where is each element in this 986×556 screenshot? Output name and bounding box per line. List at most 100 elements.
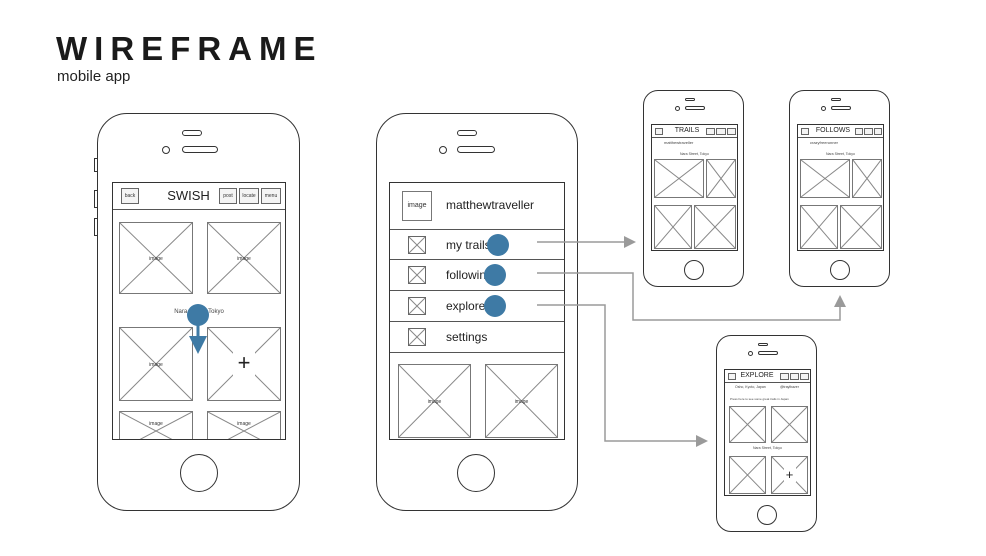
placeholder-label: image: [237, 256, 251, 262]
placeholder-cross-icon: [120, 328, 192, 400]
camera-icon: [821, 106, 826, 111]
profile-row[interactable]: image matthewtraveller: [390, 183, 564, 230]
placeholder-cross-icon: [655, 206, 691, 248]
menu-button[interactable]: [727, 128, 736, 135]
post-button[interactable]: post: [219, 188, 237, 204]
placeholder-cross-icon: [409, 267, 425, 283]
image-placeholder[interactable]: image: [119, 327, 193, 401]
home-button[interactable]: [684, 260, 704, 280]
placeholder-cross-icon: [208, 412, 280, 440]
location-label: Nara Street, Tokyo: [680, 152, 709, 156]
placeholder-cross-icon: [772, 407, 807, 442]
locate-button[interactable]: [864, 128, 873, 135]
tap-indicator: [484, 264, 506, 286]
locate-button[interactable]: [716, 128, 726, 135]
screen-explore: EXPLORE Osho, Kyoto, Japan @traylbazer P…: [724, 369, 811, 496]
screen-title: SWISH: [167, 188, 210, 203]
placeholder-cross-icon: [730, 457, 765, 493]
image-placeholder[interactable]: [840, 205, 882, 249]
back-button[interactable]: [728, 373, 736, 380]
image-placeholder[interactable]: [654, 205, 692, 249]
placeholder-cross-icon: [120, 412, 192, 440]
placeholder-cross-icon: [208, 223, 280, 293]
image-placeholder[interactable]: image: [398, 364, 471, 438]
profile-image: image: [402, 191, 432, 221]
post-button[interactable]: [780, 373, 789, 380]
navbar: TRAILS: [652, 125, 737, 138]
image-placeholder[interactable]: [694, 205, 736, 249]
menu-item-my-trails[interactable]: my trails: [390, 230, 564, 260]
image-icon: [408, 236, 426, 254]
image-placeholder[interactable]: [729, 406, 766, 443]
speaker-icon: [182, 130, 202, 136]
image-placeholder[interactable]: image: [119, 411, 193, 440]
image-placeholder[interactable]: [729, 456, 766, 494]
location-label: Nara Street, Tokyo: [174, 309, 224, 315]
username: matthewtraveller: [446, 198, 535, 212]
home-button[interactable]: [757, 505, 777, 525]
location-label: Nara Street, Tokyo: [826, 152, 855, 156]
image-placeholder[interactable]: image: [485, 364, 558, 438]
add-placeholder[interactable]: +: [207, 327, 281, 401]
image-placeholder[interactable]: image: [207, 411, 281, 440]
image-icon: [408, 328, 426, 346]
camera-icon: [748, 351, 753, 356]
placeholder-label: image: [427, 399, 442, 405]
placeholder-cross-icon: [409, 329, 425, 345]
back-button[interactable]: back: [121, 188, 139, 204]
menu-item-label: my trails: [446, 238, 491, 252]
add-icon[interactable]: +: [783, 467, 796, 482]
menu-button[interactable]: menu: [261, 188, 281, 204]
menu-button[interactable]: [800, 373, 809, 380]
menu-item-label: following: [446, 268, 493, 282]
caption: Press here to see some great trails in J…: [730, 397, 789, 401]
phone-trails: TRAILS matthewtraveller Nara Street, Tok…: [643, 90, 744, 287]
image-placeholder[interactable]: [800, 205, 838, 249]
back-button[interactable]: [655, 128, 663, 135]
speaker-icon: [758, 343, 768, 346]
side-button: [94, 218, 98, 236]
placeholder-cross-icon: [841, 206, 881, 248]
camera-icon: [675, 106, 680, 111]
locate-button[interactable]: [790, 373, 799, 380]
image-placeholder[interactable]: [800, 159, 850, 198]
image-placeholder[interactable]: image: [119, 222, 193, 294]
add-icon[interactable]: +: [233, 350, 255, 376]
placeholder-cross-icon: [695, 206, 735, 248]
placeholder-cross-icon: [655, 160, 703, 197]
speaker-icon: [831, 106, 851, 110]
navbar: EXPLORE: [725, 370, 810, 383]
placeholder-cross-icon: [801, 160, 849, 197]
screen-title: FOLLOWS: [815, 127, 851, 134]
page-subtitle: mobile app: [57, 68, 131, 85]
placeholder-label: image: [149, 421, 163, 427]
post-button[interactable]: [706, 128, 715, 135]
menu-button[interactable]: [874, 128, 882, 135]
placeholder-cross-icon: [707, 160, 735, 197]
back-button[interactable]: [801, 128, 809, 135]
home-button[interactable]: [830, 260, 850, 280]
placeholder-label: image: [149, 256, 163, 262]
phone-swish: back SWISH post locate menu image image …: [97, 113, 300, 511]
image-placeholder[interactable]: [852, 159, 882, 198]
menu-item-explore[interactable]: explore: [390, 291, 564, 322]
speaker-icon: [182, 146, 218, 153]
post-button[interactable]: [855, 128, 863, 135]
menu-item-following[interactable]: following: [390, 260, 564, 291]
home-button[interactable]: [180, 454, 218, 492]
screen-title: EXPLORE: [740, 372, 774, 379]
image-placeholder[interactable]: image: [207, 222, 281, 294]
image-placeholder[interactable]: [654, 159, 704, 198]
image-placeholder[interactable]: [771, 406, 808, 443]
location-label: Nara Street, Tokyo: [753, 446, 782, 450]
speaker-icon: [457, 146, 495, 153]
image-icon: [408, 297, 426, 315]
menu-item-settings[interactable]: settings: [390, 322, 564, 353]
image-placeholder[interactable]: [706, 159, 736, 198]
home-button[interactable]: [457, 454, 495, 492]
locate-button[interactable]: locate: [239, 188, 259, 204]
placeholder-cross-icon: [409, 298, 425, 314]
speaker-icon: [457, 130, 477, 136]
speaker-icon: [758, 351, 778, 355]
add-placeholder[interactable]: +: [771, 456, 808, 494]
